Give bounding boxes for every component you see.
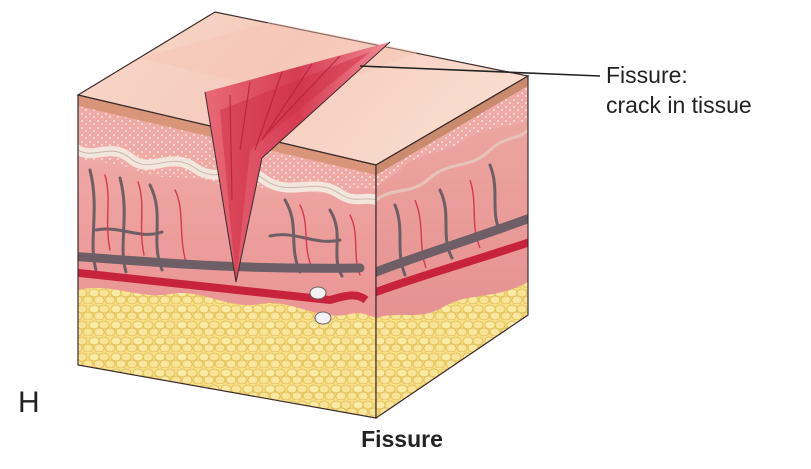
callout-title: Fissure: bbox=[606, 60, 752, 90]
callout-description: crack in tissue bbox=[606, 90, 752, 120]
figure-caption: Fissure bbox=[0, 426, 811, 453]
figure-caption-text: Fissure bbox=[361, 426, 443, 453]
fissure-callout-label: Fissure: crack in tissue bbox=[606, 60, 752, 120]
panel-letter: H bbox=[18, 386, 40, 420]
